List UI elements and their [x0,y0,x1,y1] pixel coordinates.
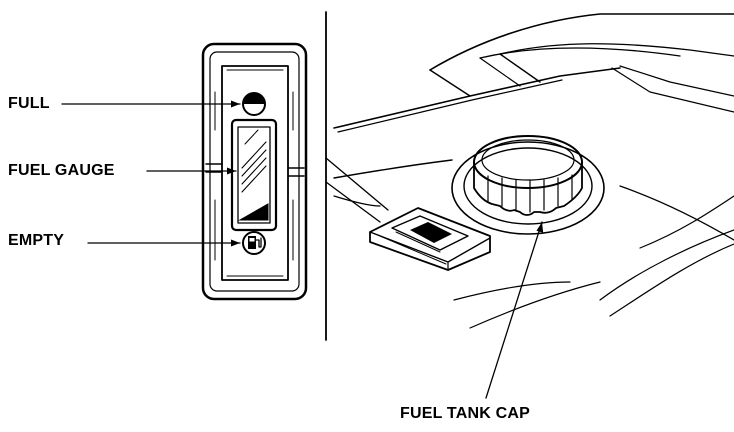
full-label: FULL [8,95,50,112]
fuel-tank-cap-label: FUEL TANK CAP [400,405,531,422]
half-filled-circle-icon [242,92,266,116]
fuel-pump-icon [242,231,266,255]
fuel-tank-cap [473,135,583,189]
fuel-level-indicator [238,203,269,221]
leader-lines [61,100,241,247]
fuel-gauge-detail [201,42,308,301]
gauge-window-reflection [241,129,267,193]
tank-fuel-gauge [369,207,491,271]
fuel-gauge-label: FUEL GAUGE [8,162,115,179]
fuel-tank-cap-leader [485,221,544,399]
fuel-tank-illustration [333,13,734,329]
detail-callout-wedge [325,157,389,223]
empty-label: EMPTY [8,232,65,249]
